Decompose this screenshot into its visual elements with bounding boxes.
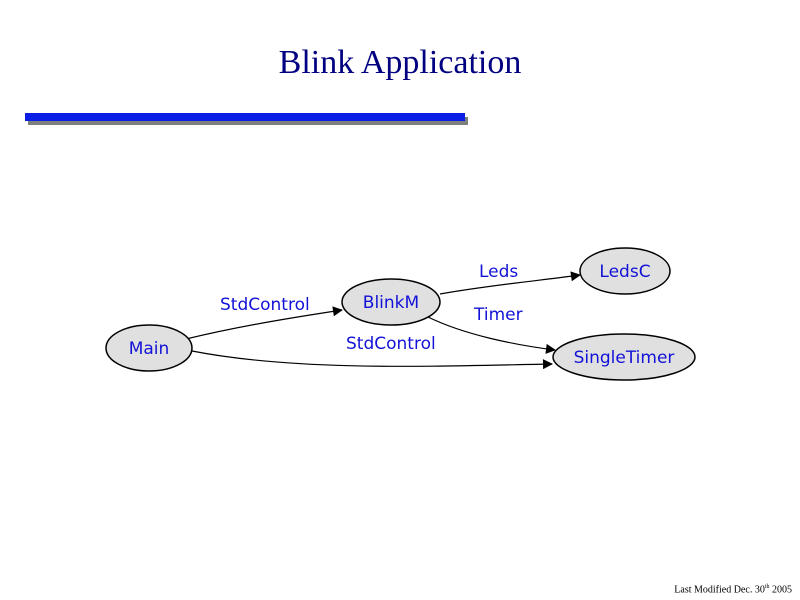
slide-title: Blink Application [278, 44, 522, 81]
footer-suffix: 2005 [769, 584, 792, 595]
edge-label-blinkm-singletimer: Timer [473, 305, 523, 325]
node-label-blinkm: BlinkM [363, 293, 419, 313]
edge-blinkm-singletimer [427, 316, 556, 354]
edge-main-singletimer [191, 350, 553, 370]
footer-prefix: Last Modified Dec. 30 [674, 584, 765, 595]
edge-blinkm-ledsc [439, 271, 581, 295]
node-label-ledsc: LedsC [599, 262, 650, 282]
edge-label-main-singletimer: StdControl [346, 334, 436, 354]
edge-label-main-blinkm: StdControl [220, 295, 310, 315]
footer-superscript: th [764, 583, 770, 590]
edge-main-blinkm [185, 306, 343, 340]
node-singletimer: SingleTimer [552, 333, 696, 381]
title-underline-shadow [28, 117, 468, 125]
edge-label-blinkm-ledsc: Leds [479, 262, 518, 282]
node-label-singletimer: SingleTimer [574, 348, 675, 368]
node-main: Main [105, 324, 193, 372]
node-label-main: Main [129, 339, 170, 359]
node-ledsc: LedsC [579, 247, 671, 295]
last-modified-footer: Last Modified Dec. 30th 2005 [674, 584, 792, 595]
title-underline [25, 113, 465, 121]
node-blinkm: BlinkM [341, 278, 441, 326]
